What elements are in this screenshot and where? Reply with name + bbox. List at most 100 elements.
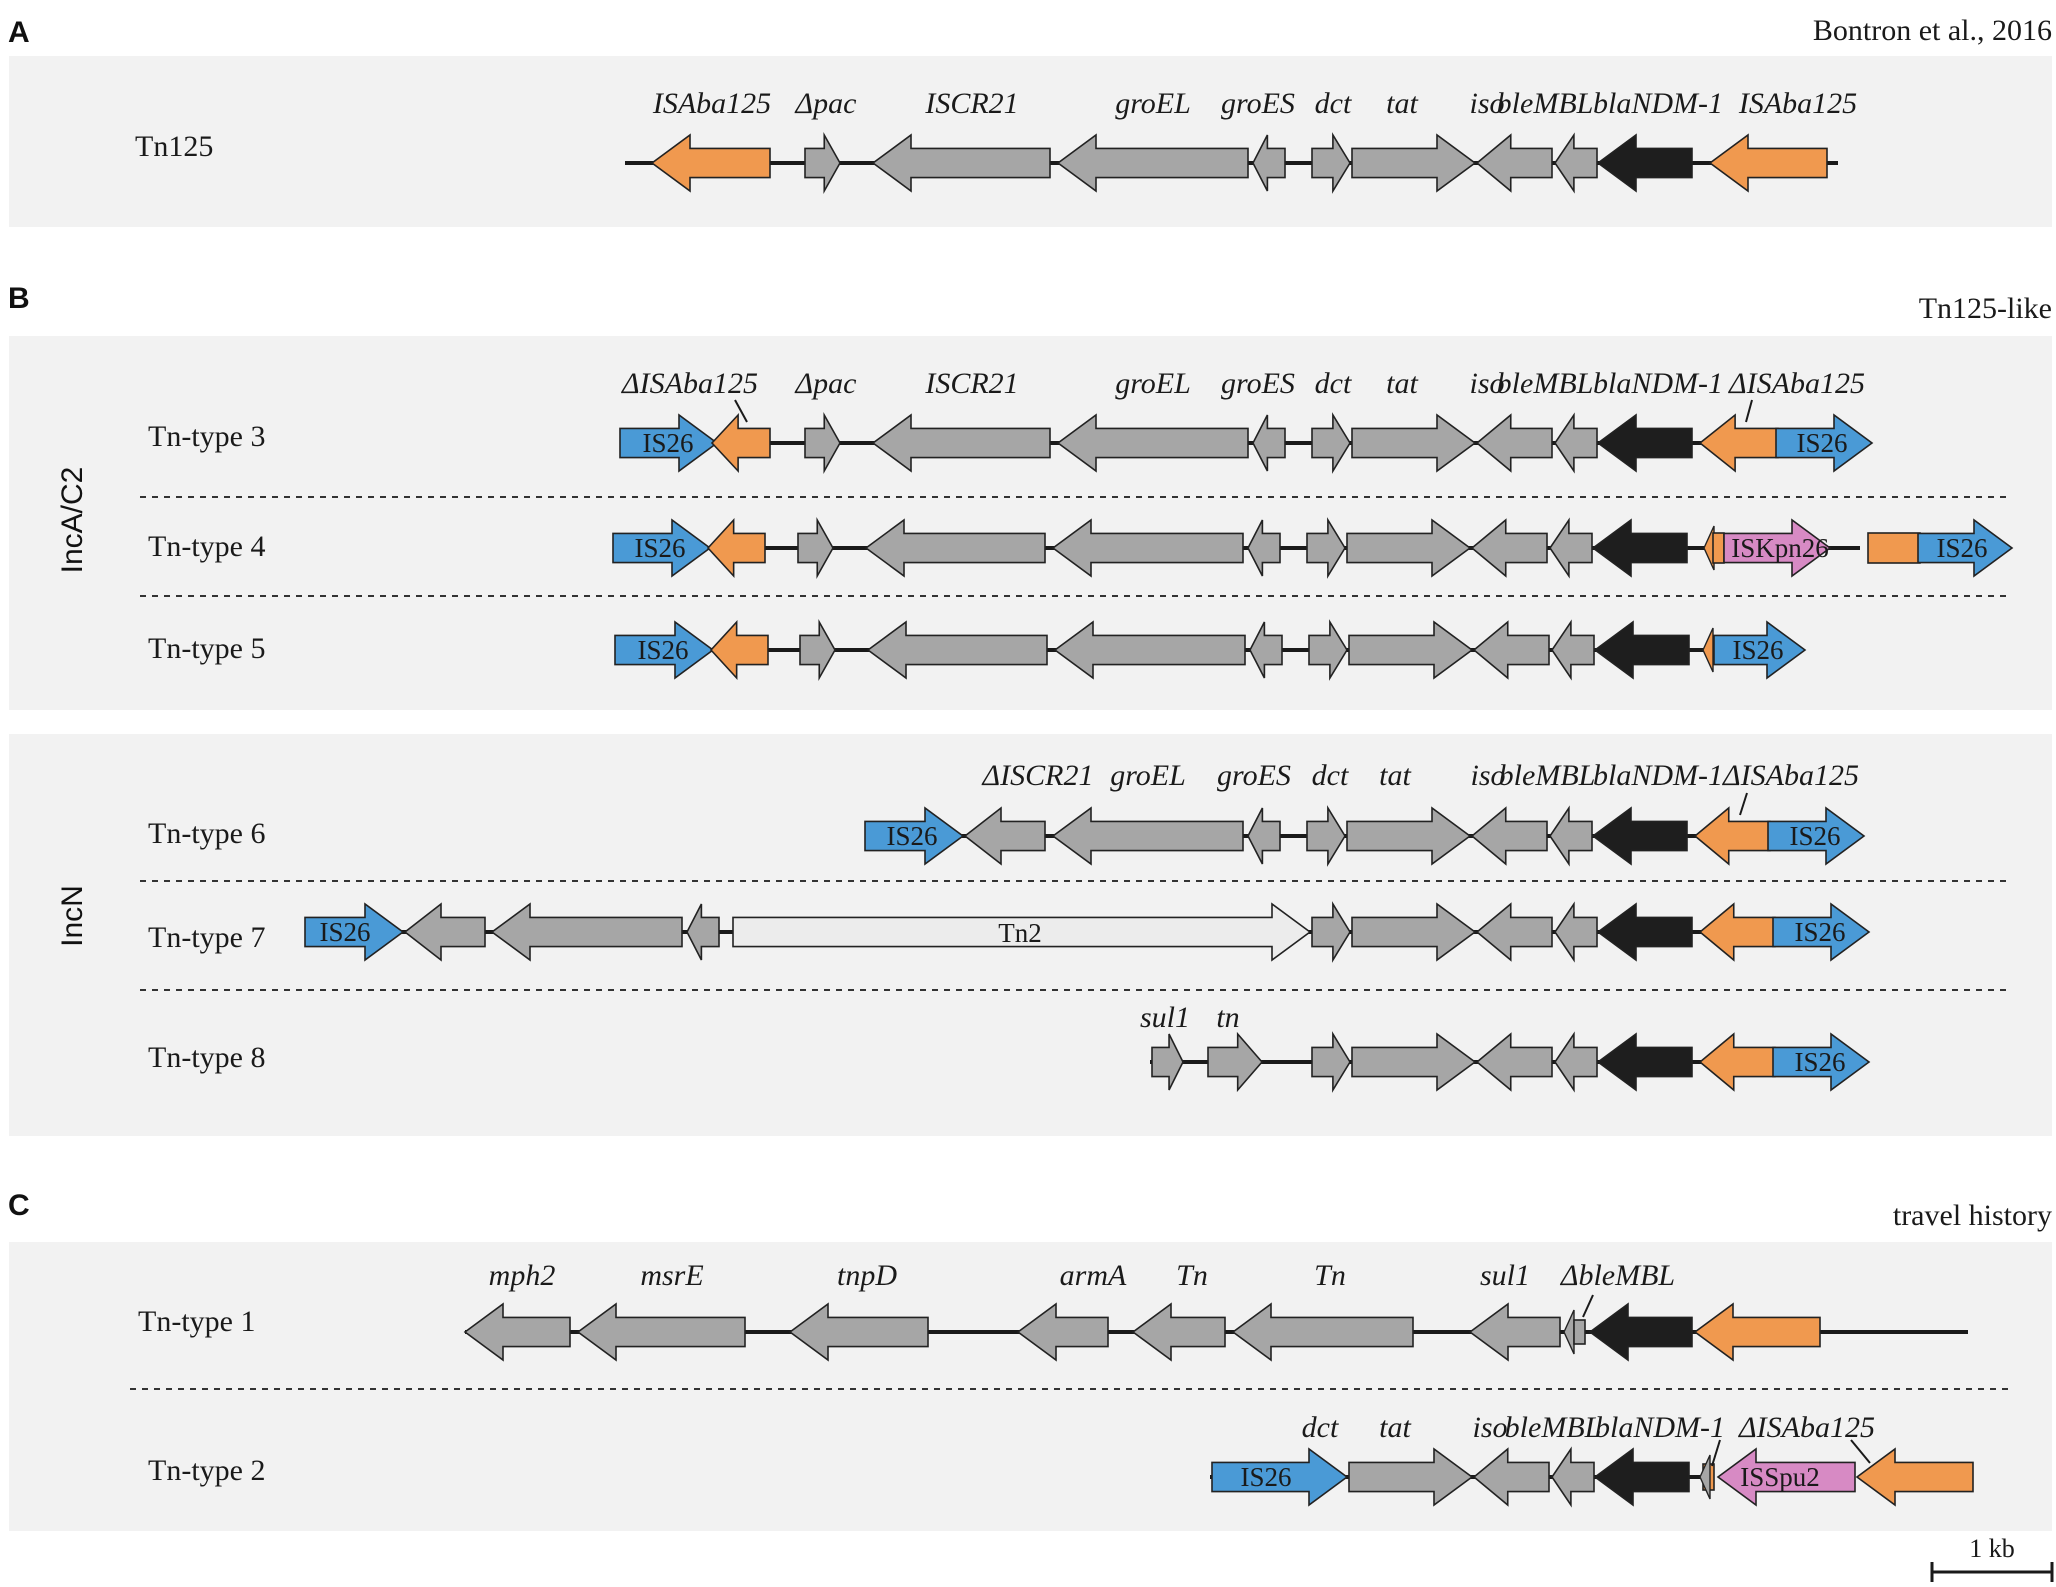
box-label-is26: IS26: [1794, 1047, 1845, 1077]
tnpd-arrow: [788, 1302, 929, 1362]
gene-label-bla: blaNDM-1: [1595, 1411, 1725, 1444]
groel-arrow: [1051, 518, 1244, 578]
isaba125-arrow: [710, 412, 771, 474]
row-label-tn125: Tn125: [135, 130, 213, 163]
tn2-arrow: [732, 902, 1312, 962]
iscr21-arrow: [871, 133, 1051, 193]
groel-arrow: [1053, 620, 1246, 680]
gene-label-iso: iso: [1469, 87, 1504, 120]
bla-arrow: [1593, 620, 1690, 680]
gene-label-groel: groEL: [1115, 367, 1191, 400]
groel-arrow: [1051, 806, 1244, 866]
dct-arrow: [1308, 619, 1348, 681]
isaba125-arrow: [1698, 413, 1779, 473]
row-label-tn1: Tn-type 1: [138, 1305, 255, 1338]
bla-arrow: [1596, 1032, 1693, 1092]
is26-arrow: [1772, 1032, 1871, 1092]
ble-arrow: [1554, 412, 1598, 474]
source-label-c: travel history: [1893, 1199, 2052, 1232]
is26-arrow: [304, 902, 405, 962]
ble-arrow: [1554, 1031, 1598, 1093]
gene-label-iso: iso: [1472, 1411, 1507, 1444]
gene-label-iso: iso: [1469, 367, 1504, 400]
isaba125-arrow: [1698, 1032, 1776, 1092]
isaba125-arrow: [1708, 133, 1828, 193]
group-label-incn: IncN: [56, 885, 89, 947]
gene-arrow: [686, 903, 720, 961]
gene-label-groel: groEL: [1110, 759, 1186, 792]
sul1-arrow: [1151, 1033, 1184, 1091]
gene-label-bla: blaNDM-1: [1593, 367, 1723, 400]
iso-arrow: [1475, 413, 1553, 473]
gene-arrow: [490, 902, 683, 962]
gene-label-mph2: mph2: [489, 1259, 556, 1292]
tat-arrow: [1351, 413, 1477, 473]
row-label-tn5: Tn-type 5: [148, 632, 265, 665]
gene-label-bla: blaNDM-1: [1593, 87, 1723, 120]
ble-fragment: [1573, 1319, 1586, 1345]
isaba125-arrow: [1693, 1302, 1821, 1362]
box-label-is26: IS26: [1796, 428, 1847, 458]
groel-arrow: [1056, 133, 1249, 193]
gene-label-dct: dct: [1315, 367, 1352, 400]
leader-line: [1711, 1439, 1721, 1467]
is26-arrow: [1211, 1447, 1349, 1507]
dct-arrow: [1311, 132, 1351, 194]
gene-label-disaba125: ΔISAba125: [1722, 759, 1859, 792]
gene-arrow: [403, 902, 486, 962]
iskpn26-arrow: [1723, 518, 1832, 578]
gene-label-tat: tat: [1386, 367, 1418, 400]
gene-label-disaba125: ΔISAba125: [621, 367, 758, 400]
tat-arrow: [1351, 1032, 1477, 1092]
box-label-is26: IS26: [319, 917, 370, 947]
gene-label-dpac: Δpac: [795, 87, 857, 120]
gene-label-tat: tat: [1379, 759, 1411, 792]
gene-label-dct: dct: [1315, 87, 1352, 120]
dct-arrow: [1306, 517, 1346, 579]
gene-label-discr21: ΔISCR21: [982, 759, 1094, 792]
bla-arrow: [1596, 902, 1693, 962]
tn-arrow: [1131, 1302, 1226, 1362]
iso-arrow: [1470, 806, 1548, 866]
ble-arrow: [1551, 619, 1595, 681]
gene-label-sul1: sul1: [1140, 1001, 1190, 1034]
group-label-incac2: IncA/C2: [56, 467, 89, 574]
box-label-isspu2: ISSpu2: [1740, 1462, 1820, 1492]
isaba125-arrow: [709, 619, 769, 681]
is26-arrow: [1775, 413, 1874, 473]
box-label-tn2: Tn2: [998, 918, 1042, 948]
gene-label-iso: iso: [1470, 759, 1505, 792]
gene-label-ble: bleMBL: [1499, 759, 1596, 792]
dpac-arrow: [804, 131, 841, 195]
groel-arrow: [1056, 413, 1249, 473]
groes-arrow: [1249, 621, 1283, 679]
gene-label-dble: ΔbleMBL: [1560, 1259, 1675, 1292]
is26-arrow: [864, 806, 965, 866]
bla-arrow: [1596, 413, 1693, 473]
row-label-tn7: Tn-type 7: [148, 921, 265, 954]
row-label-tn8: Tn-type 8: [148, 1041, 265, 1074]
ble-arrow: [1549, 517, 1593, 579]
gene-label-dpac: Δpac: [795, 367, 857, 400]
isaba125-arrow: [706, 517, 766, 579]
tat-arrow: [1348, 1447, 1474, 1507]
gene-label-groes: groES: [1217, 759, 1291, 792]
is26-arrow: [612, 518, 712, 578]
scale-bar: [1930, 1562, 2054, 1582]
msre-arrow: [576, 1302, 746, 1362]
gene-label-iscr21: ISCR21: [924, 87, 1018, 120]
gene-label-dct: dct: [1312, 759, 1349, 792]
box-label-is26: IS26: [1732, 635, 1783, 665]
tn-arrow: [1231, 1302, 1414, 1362]
leader-line: [1745, 399, 1753, 423]
isaba125-arrow: [650, 133, 771, 193]
bla-arrow: [1591, 518, 1688, 578]
gene-label-tat: tat: [1379, 1411, 1411, 1444]
ble-arrow: [1554, 901, 1598, 963]
gene-label-tn: tn: [1216, 1001, 1239, 1034]
gene-label-isaba125: ISAba125: [1738, 87, 1857, 120]
iscr21-arrow: [871, 413, 1051, 473]
iscr21-arrow: [963, 806, 1046, 866]
dpac-arrow: [797, 516, 834, 580]
panel-a-bg: [9, 56, 2052, 227]
